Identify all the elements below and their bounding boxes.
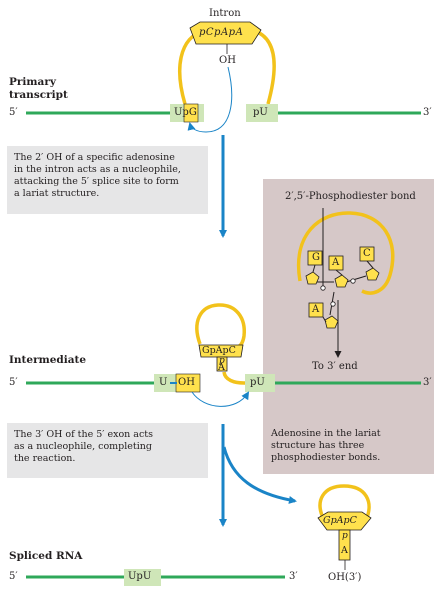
intermediate-5-end: 5′ (9, 377, 18, 388)
inset-lariat-ring (296, 211, 395, 295)
step1-note-line: attacking the 5′ splice site to form (14, 176, 179, 187)
intron-sequence: pCpApA (199, 27, 244, 38)
primary-upg: UpG (174, 107, 197, 118)
inset-base-box (328, 255, 344, 271)
inset-sugar (334, 274, 349, 288)
intermediate-u: U (159, 377, 168, 388)
primary-pu-box (246, 104, 278, 122)
inset-note-line: phosphodiester bonds. (271, 452, 381, 463)
inset-note-line: Adenosine in the lariat (271, 428, 381, 439)
spliced-oh-end: OH(3′) (328, 572, 362, 583)
intermediate-pu-box (245, 374, 275, 392)
primary-heading-line: Primary (9, 76, 56, 88)
step1-note-line: a lariat structure. (14, 188, 100, 199)
inset-sugar (365, 267, 380, 281)
step2-note: The 3′ OH of the 5′ exon acts as a nucle… (7, 423, 208, 478)
primary-nucleophile-arrow (187, 66, 233, 133)
step1-note: The 2′ OH of a specific adenosine in the… (7, 146, 208, 214)
intermediate-heading: Intermediate (9, 354, 87, 366)
inset-glycosidic (322, 316, 327, 323)
intermediate-p: p (219, 356, 225, 366)
primary-5-end: 5′ (9, 107, 18, 118)
primary-heading: Primary transcript (9, 76, 68, 102)
intermediate-seq-box (198, 344, 244, 358)
intermediate-nucleophile-arrow (191, 391, 250, 407)
inset-title: 2′,5′-Phosphodiester bond (285, 191, 416, 202)
spliced-a-box (338, 529, 351, 561)
intermediate-pu: pU (250, 377, 265, 388)
primary-3-end: 3′ (423, 107, 432, 118)
intermediate-lariat-ring (195, 303, 246, 349)
spliced-p: p (342, 531, 348, 541)
intermediate-oh: OH (178, 377, 195, 388)
spliced-lariat-ring (318, 484, 371, 521)
step2-note-line: The 3′ OH of the 5′ exon acts (14, 429, 153, 440)
spliced-heading: Spliced RNA (9, 550, 83, 562)
primary-intron-box (189, 21, 262, 45)
inset-base-box (308, 302, 324, 318)
inset-base-g: G (312, 252, 320, 263)
primary-oh: OH (219, 55, 236, 66)
intermediate-a-box (216, 356, 228, 372)
spliced-upu: UpU (128, 571, 152, 582)
intron-label: Intron (209, 8, 241, 19)
primary-pu: pU (253, 107, 268, 118)
spliced-upu-box (124, 569, 161, 586)
intermediate-seq: GpApC (202, 345, 236, 356)
spliced-3-end: 3′ (289, 571, 298, 582)
inset-base-box (359, 246, 375, 262)
inset-base-c: C (363, 248, 371, 259)
spliced-lariat-seq: GpApC (323, 515, 357, 526)
inset-glycosidic (366, 260, 374, 269)
inset-sugar (305, 271, 320, 285)
inset-to-3-end: To 3′ end (312, 361, 358, 372)
spliced-a: A (341, 545, 348, 556)
step2-branch-arrow (222, 446, 297, 504)
inset-phosphate (350, 278, 356, 284)
inset-base-a: A (332, 257, 340, 268)
inset-glycosidic (312, 264, 316, 273)
step1-note-line: in the intron acts as a nucleophile, (14, 164, 181, 175)
intermediate-lariat-tail (222, 371, 254, 385)
inset-note-line: structure has three (271, 440, 365, 451)
inset-phosphate (320, 285, 326, 291)
inset-base-box (307, 250, 323, 266)
inset-phosphate (330, 301, 336, 307)
spliced-5-end: 5′ (9, 571, 18, 582)
inset-sugar (324, 315, 339, 329)
intermediate-a: A (218, 362, 225, 373)
intermediate-3-end: 3′ (423, 377, 432, 388)
inset-glycosidic (335, 269, 343, 276)
step2-note-line: as a nucleophile, completing (14, 441, 152, 452)
inset-base-a-branch: A (312, 304, 320, 315)
spliced-lariat-box (317, 511, 372, 531)
primary-upg-g-highlight (183, 103, 199, 123)
lariat-inset-panel (263, 179, 434, 474)
step1-note-line: The 2′ OH of a specific adenosine (14, 152, 175, 163)
step2-note-line: the reaction. (14, 453, 76, 464)
inset-note: Adenosine in the lariat structure has th… (271, 428, 381, 464)
primary-heading-line: transcript (9, 89, 68, 101)
